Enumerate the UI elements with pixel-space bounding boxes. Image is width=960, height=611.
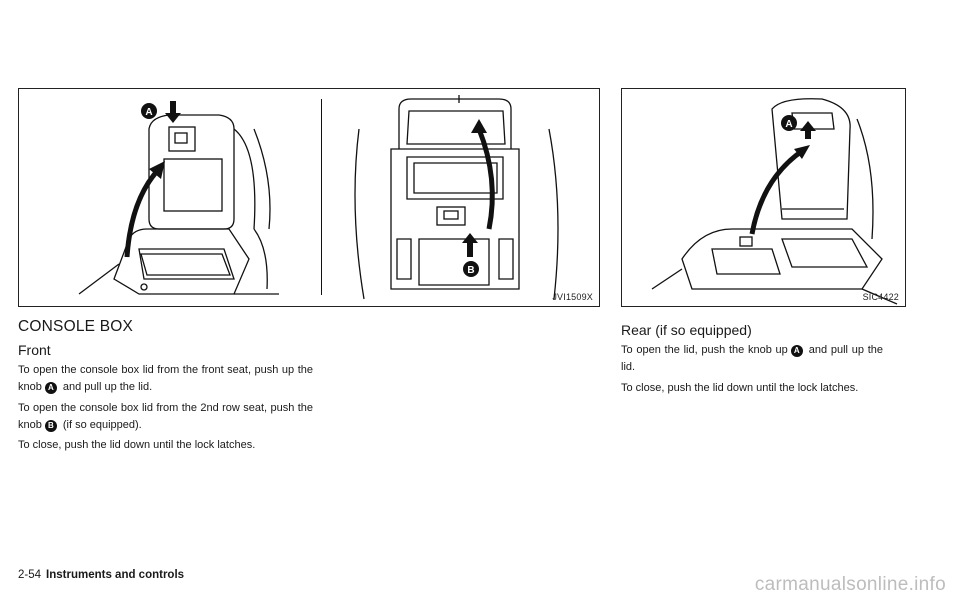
figure-code-left: JVI1509X [552, 292, 593, 302]
front-paragraph-3: To close, push the lid down until the lo… [18, 439, 256, 451]
label-a-rear: A [785, 119, 792, 130]
label-a-front: A [145, 107, 152, 118]
rear-p1-text-after: and pull up the lid. [621, 344, 883, 373]
rear-p1-text-before: To open the lid, push the knob up [621, 344, 788, 356]
marker-a: A [44, 382, 57, 394]
front-p1-text-after: and pull up the lid. [62, 381, 153, 393]
figure-rear-console: A SIC4422 [621, 88, 906, 307]
rear-console-illustration: A [651, 98, 898, 305]
front-p2-text-before: To open the console box lid from the 2nd… [18, 402, 313, 431]
front-paragraph-2: To open the console box lid from the 2nd… [18, 400, 313, 434]
front-heading: Front [18, 342, 51, 358]
figure-code-right: SIC4422 [862, 292, 899, 302]
section-name: Instruments and controls [46, 569, 185, 581]
marker-b: B [44, 420, 57, 432]
console-box-title: CONSOLE BOX [18, 318, 134, 335]
marker-a-rear: A [790, 345, 803, 357]
page-footer: 2-54 Instruments and controls [18, 569, 184, 581]
rear-heading: Rear (if so equipped) [621, 322, 752, 338]
front-console-illustration: A B [78, 95, 559, 300]
label-b: B [467, 265, 474, 276]
page-number: 2-54 [18, 569, 42, 581]
front-p1-text-before: To open the console box lid from the fro… [18, 364, 313, 393]
front-p2-text-after: (if so equipped). [62, 419, 142, 431]
figure-divider [321, 99, 322, 295]
rear-paragraph-2: To close, push the lid down until the lo… [621, 382, 859, 394]
figure-front-console: A B JVI1509X [18, 88, 600, 307]
front-paragraph-1: To open the console box lid from the fro… [18, 362, 313, 396]
watermark: carmanualsonline.info [754, 574, 946, 595]
